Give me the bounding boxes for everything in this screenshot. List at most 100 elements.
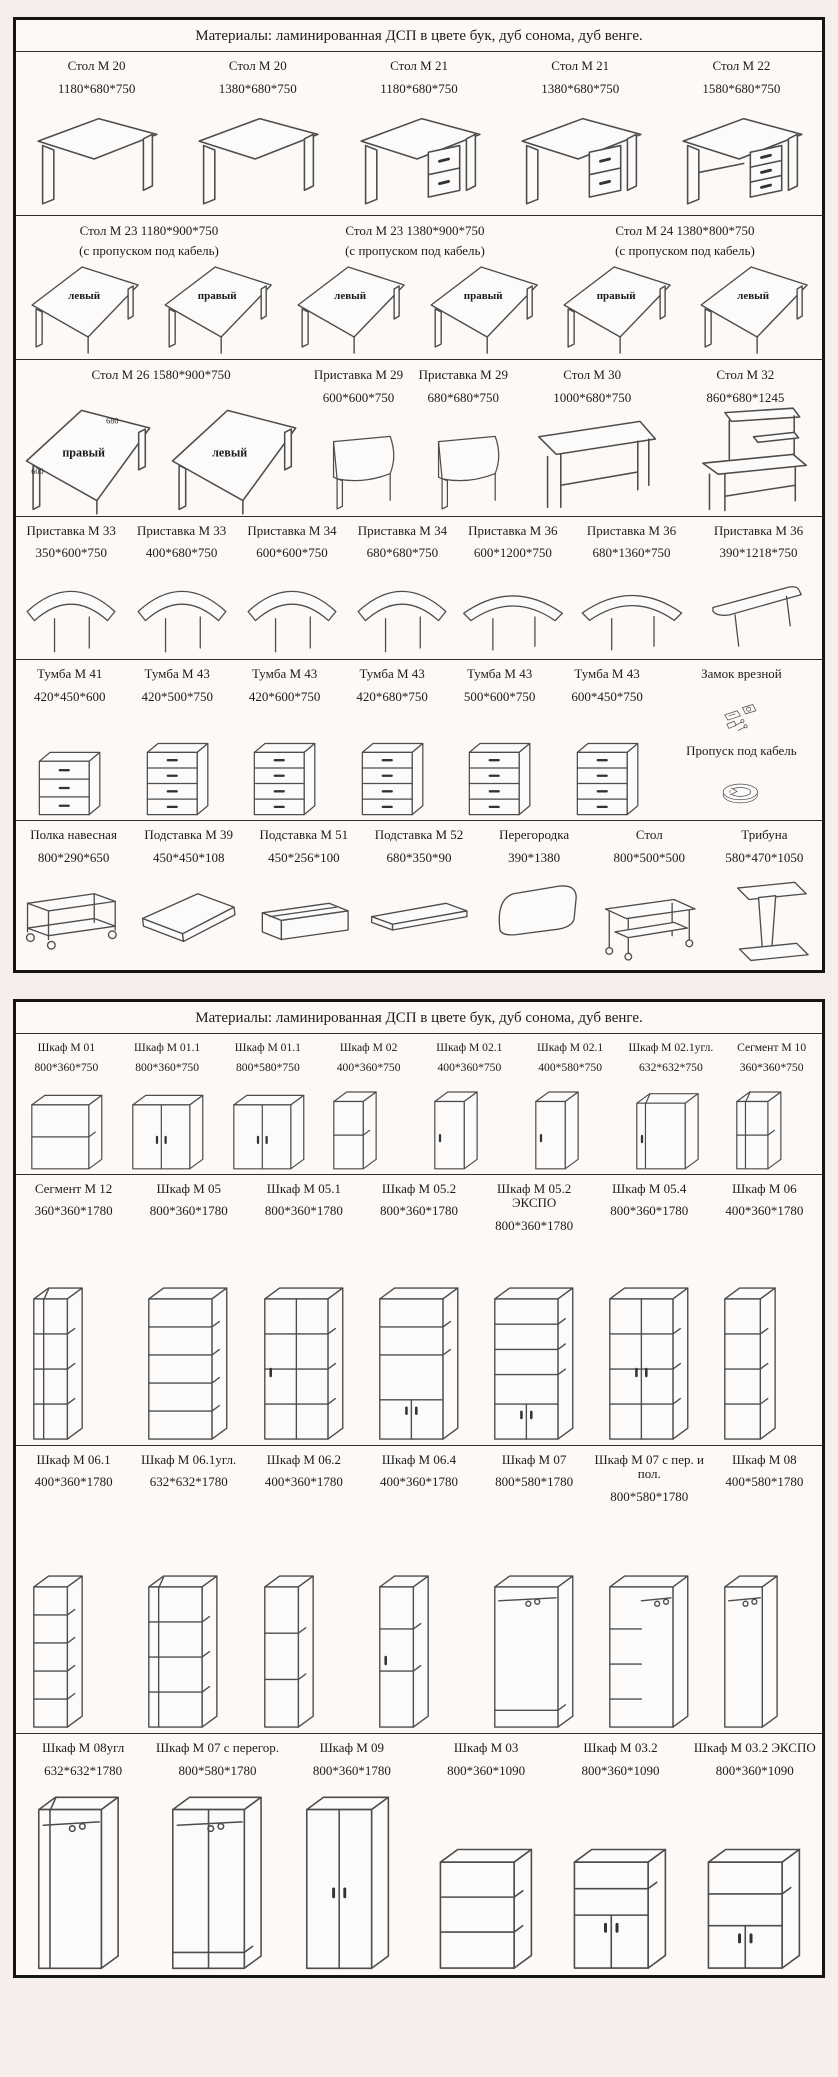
item-dims: 680*1360*750 xyxy=(592,545,671,561)
furniture-drawing-wardrobe-corner xyxy=(16,1779,150,1975)
item-dims: 1000*680*750 xyxy=(553,389,632,405)
furniture-drawing-pillar-open xyxy=(318,1074,419,1174)
item-cell: Перегородка 390*1380 xyxy=(477,821,592,970)
item-cell: Шкаф М 07 с перегор.800*580*1780 xyxy=(150,1734,284,1975)
item-name: Шкаф М 06 xyxy=(732,1180,797,1196)
furniture-drawing-tumba4 xyxy=(338,710,445,820)
furniture-drawing-wardrobe xyxy=(477,1505,592,1733)
item-name: Шкаф М 06.1 xyxy=(36,1451,111,1467)
item-dims: 500*600*750 xyxy=(463,688,536,704)
item-name: Шкаф М 02.1 xyxy=(436,1040,503,1054)
item-dims: 400*580*1780 xyxy=(725,1474,804,1490)
item-name: Стол М 23 1180*900*750 xyxy=(79,222,219,238)
item-name: Сегмент М 12 xyxy=(34,1180,113,1196)
furniture-drawing-wedge xyxy=(131,866,246,970)
item-dims: 800*360*1780 xyxy=(610,1203,689,1219)
item-cell: Стол М 20 1380*680*750 xyxy=(177,52,338,215)
furniture-drawing-tumba4 xyxy=(231,710,338,820)
item-dims: 680*680*750 xyxy=(366,545,439,561)
item-dims: 800*360*750 xyxy=(34,1060,99,1074)
furniture-drawing-cab-mid-doors xyxy=(553,1779,687,1975)
item-name: Стол М 24 1380*800*750 xyxy=(615,222,755,238)
item-dims: 400*360*1780 xyxy=(34,1474,113,1490)
item-name: Сегмент М 10 xyxy=(737,1040,807,1054)
item-name: Стол М 30 xyxy=(563,367,622,383)
item-dims: 1380*680*750 xyxy=(218,80,297,96)
svg-text:левый: левый xyxy=(212,445,247,459)
item-name: Шкаф М 01.1 xyxy=(134,1040,201,1054)
item-name: Шкаф М 07 с пер. и пол. xyxy=(594,1451,704,1482)
furniture-drawing-wardrobe-narrow xyxy=(707,1505,822,1733)
catalog-panel-desks: Материалы: ламинированная ДСП в цвете бу… xyxy=(13,17,825,973)
item-dims: 390*1380 xyxy=(508,849,561,865)
furniture-drawing-tumba3 xyxy=(16,710,123,820)
furniture-drawing-pillar-tall-door xyxy=(361,1505,476,1733)
item-cell: Шкаф М 06.1угл.632*632*1780 xyxy=(131,1446,246,1733)
item-name: Приставка М 34 xyxy=(357,522,448,538)
item-dims: 450*256*100 xyxy=(268,849,340,865)
furniture-drawing-corner-top-правый: правый xyxy=(153,259,282,359)
item-dims: 800*360*1780 xyxy=(495,1217,574,1233)
furniture-drawing-lock xyxy=(661,686,822,744)
furniture-drawing-semi xyxy=(237,561,347,659)
furniture-drawing-corner-top-левый: левый xyxy=(282,259,419,359)
item-cell: Шкаф М 06.1 400*360*1780 xyxy=(16,1446,131,1733)
furniture-drawing-shelf-unit xyxy=(16,866,131,970)
item-dims: 800*290*650 xyxy=(37,849,110,865)
furniture-drawing-corner-wedge xyxy=(411,406,516,516)
item-name: Подставка М 39 xyxy=(144,827,234,843)
item-dims: 800*360*1780 xyxy=(264,1203,343,1219)
furniture-drawing-corner-low xyxy=(621,1074,722,1174)
item-name: Приставка М 36 xyxy=(713,522,804,538)
item-note: (с пропуском под кабель) xyxy=(79,243,219,259)
item-dims: 800*500*500 xyxy=(613,849,686,865)
item-name: Шкаф М 02.1угл. xyxy=(628,1040,714,1054)
item-name: Шкаф М 05.4 xyxy=(612,1180,687,1196)
item-name: Стол М 20 xyxy=(228,58,287,73)
furniture-drawing-corner-tall xyxy=(131,1505,246,1733)
svg-text:600: 600 xyxy=(32,467,44,476)
item-note: (с пропуском под кабель) xyxy=(615,243,755,259)
item-name: Шкаф М 05.2 ЭКСПО xyxy=(497,1180,572,1211)
catalog-row: Стол М 23 1180*900*750 (с пропуском под к… xyxy=(16,214,822,360)
item-name: Стол М 21 xyxy=(390,58,448,73)
label-cell: Стол М 23 1380*900*750(с пропуском под к… xyxy=(282,216,548,260)
svg-text:правый: правый xyxy=(198,290,237,302)
item-cell: Шкаф М 05.4 800*360*1780 xyxy=(592,1175,707,1445)
item-name: Шкаф М 09 xyxy=(319,1740,385,1755)
item-name: Приставка М 36 xyxy=(468,522,558,538)
item-name: Стол М 23 1380*900*750 xyxy=(345,222,485,238)
item-dims: 800*360*1090 xyxy=(581,1762,660,1778)
furniture-drawing-bench xyxy=(695,561,822,659)
furniture-drawing-semi xyxy=(16,561,126,659)
furniture-drawing-ctable xyxy=(592,866,707,970)
item-name: Шкаф М 03 xyxy=(453,1740,519,1755)
catalog-panel-cabinets: Материалы: ламинированная ДСП в цвете бу… xyxy=(13,998,825,1978)
item-name: Перегородка xyxy=(499,827,570,843)
item-name: Стол xyxy=(635,827,663,843)
furniture-drawing-pillar-door xyxy=(419,1074,520,1174)
furniture-drawing-tumba4 xyxy=(553,710,660,820)
item-name: Шкаф М 05.1 xyxy=(266,1180,341,1196)
item-name: Шкаф М 02.1 xyxy=(537,1040,604,1054)
furniture-drawing-corner-top-правый: правый xyxy=(548,259,685,359)
